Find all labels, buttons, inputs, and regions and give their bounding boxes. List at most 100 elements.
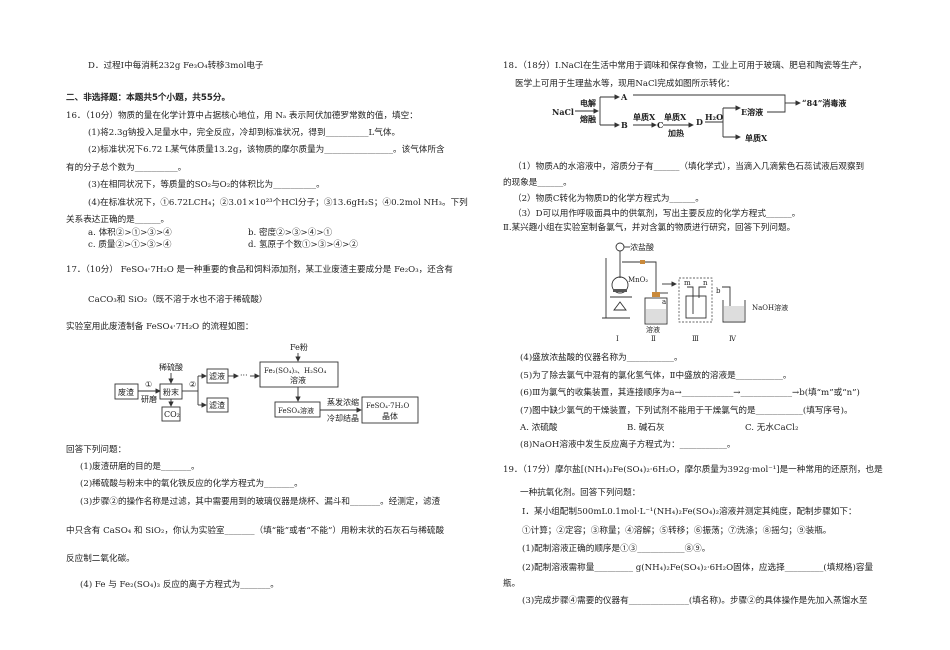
q17-flow-intro: 实验室用此废渣制备 FeSO₄·7H₂O 的流程如图： <box>66 322 254 332</box>
link-a-e <box>633 94 786 113</box>
wash-bottle-icon <box>644 297 668 325</box>
label-m: m <box>684 279 691 287</box>
q17-part3-cont2: 反应制二氧化碳。 <box>66 554 135 564</box>
q18-stem: 18．（18分）Ⅰ.NaCl在生活中常用于调味和保存食物，工业上可用于玻璃、肥皂… <box>503 61 867 71</box>
label-II: Ⅱ <box>651 335 656 343</box>
q16-option-d: d. 氢原子个数①>③>④>② <box>248 240 358 250</box>
label-lvye: 滤液 <box>209 371 225 381</box>
label-jiare: 加热 <box>667 128 684 138</box>
box-product <box>361 396 419 424</box>
q18-part8: (8)NaOH溶液中发生反应离子方程式为：___________。 <box>520 440 736 450</box>
box-sol1 <box>259 361 339 388</box>
q18-part2: （2）物质C转化为物质D的化学方程式为______。 <box>513 194 704 204</box>
label-sol1-b: 溶液 <box>290 375 306 385</box>
q19-part2: (2)配制溶液需称量_________ g(NH₄)₂Fe(SO₄)₂·6H₂O… <box>522 563 874 573</box>
label-c: C <box>657 120 663 130</box>
label-x1: 单质X <box>633 112 656 122</box>
label-disinfectant: “84”消毒液 <box>802 98 846 108</box>
q18-part5: (5)为了除去氯气中混有的氯化氢气体，Ⅱ中盛放的溶液是___________。 <box>520 371 792 381</box>
q17-stem-cont: CaCO₃和 SiO₂（既不溶于水也不溶于稀硫酸） <box>88 295 268 305</box>
q18-apparatus: 浓盐酸 MnO₂ a 溶液 m n b NaOH溶液 Ⅰ Ⅱ Ⅲ Ⅳ <box>602 242 788 343</box>
label-yanmo: 研磨 <box>141 394 157 404</box>
q16-part2-cont: 有的分子总个数为__________。 <box>66 163 187 173</box>
q18-option-b: B. 碱石灰 <box>627 423 665 433</box>
q18-stem-cont: 医学上可用于生理盐水等，现用NaCl完成如图所示转化： <box>515 79 735 89</box>
label-lvzha: 滤渣 <box>209 400 225 410</box>
label-dots: ··· <box>240 371 248 380</box>
label-step2: ② <box>189 380 196 389</box>
q19-stem: 19．（17分）摩尔盐[(NH₄)₂Fe(SO₄)₂·6H₂O，摩尔质量为392… <box>503 465 883 475</box>
q19-part3: (3)完成步骤④需要的仪器有______________(填名称)。步骤②的具体… <box>522 596 868 606</box>
label-co2: CO₂ <box>164 410 180 419</box>
q16-part4-cont: 关系表达正确的是______。 <box>66 215 170 225</box>
q16-part2: (2)标准状况下6.72 L某气体质量13.2g，该物质的摩尔质量为______… <box>88 145 445 155</box>
collection-bottle-icon <box>685 295 707 319</box>
label-h2o: H₂O <box>705 112 723 122</box>
q17-answer-intro: 回答下列问题： <box>66 445 127 455</box>
label-e: E溶液 <box>741 107 763 117</box>
delivery-tube <box>622 261 657 292</box>
q17-part3-cont: 中只含有 CaSO₄ 和 SiO₂，你认为实验室_______（填“能”或者“不… <box>66 526 445 536</box>
label-rongrong: 熔融 <box>580 114 596 124</box>
q16-option-c: c. 质量②>①>③>④ <box>88 240 172 250</box>
mno2-solid <box>613 289 627 292</box>
q18-part1-cont: 的现象是______。 <box>503 178 572 188</box>
q18-section2: Ⅱ.某兴趣小组在实验室制备氯气，并对含氯的物质进行研究，回答下列问题。 <box>503 223 796 233</box>
alcohol-lamp-icon <box>613 301 627 311</box>
label-nacl: NaCl <box>552 107 574 117</box>
label-d: D <box>696 117 703 127</box>
q18-diagram: NaCl 电解 熔融 A B “84”消毒液 单质X C 单质X 加热 D H₂… <box>552 92 846 143</box>
q15-option-d: D．过程Ⅰ中每消耗232g Fe₃O₄转移3mol电子 <box>88 61 264 71</box>
q19-steps: ①计算；②定容；③称量；④溶解；⑤转移；⑥振荡；⑦洗涤；⑧摇匀；⑨装瓶。 <box>522 526 832 536</box>
label-step1: ① <box>145 380 152 389</box>
q16-part4: (4)在标准状况下，①6.72LCH₄；②3.01×10²³个HCl分子；③13… <box>88 198 468 208</box>
q18-part7: (7)图中缺少氯气的干燥装置，下列试剂不能用于干燥氯气的是___________… <box>520 406 853 416</box>
label-dianjie: 电解 <box>580 98 596 108</box>
tube-joint <box>640 260 645 264</box>
label-b: B <box>621 120 628 130</box>
label-I: Ⅰ <box>616 335 619 343</box>
collection-tubes <box>687 286 706 314</box>
label-a: A <box>620 92 628 102</box>
label-x2: 单质X <box>664 112 687 122</box>
label-feso4: FeSO₄溶液 <box>278 406 314 415</box>
q17-stem: 17．（10分） FeSO₄·7H₂O 是一种重要的食品和饲料添加剂，某工业废渣… <box>66 265 454 275</box>
label-lengque: 冷却结晶 <box>327 413 359 423</box>
label-feizha: 废渣 <box>118 387 134 397</box>
q16-part3: (3)在相同状况下，等质量的SO₂与O₂的体积比为__________。 <box>88 180 325 190</box>
q17-part4: (4) Fe 与 Fe₂(SO₄)₃ 反应的离子方程式为_______。 <box>80 580 279 590</box>
q18-part3: （3）D可以用作呼吸面具中的供氧剂，写出主要反应的化学方程式______。 <box>513 209 801 219</box>
separatory-funnel-icon <box>615 242 625 252</box>
label-xiliusuan: 稀硫酸 <box>159 362 183 372</box>
wash-liquid <box>646 309 666 323</box>
q19-stem-cont: 一种抗氧化剂。回答下列问题： <box>520 488 641 498</box>
q17-flowchart: 废渣 ① 研磨 稀硫酸 粉末 CO₂ ② 滤液 滤渣 ··· Fe粉 Fe₂(S… <box>114 342 419 424</box>
q16-stem: 16．（10分）物质的量在化学计算中占据核心地位，用 Nₐ 表示阿伏加德罗常数的… <box>66 111 418 121</box>
q17-part1: (1)废渣研磨的目的是_______。 <box>80 462 200 472</box>
q18-option-c: C. 无水CaCl₂ <box>745 423 799 433</box>
label-x3: 单质X <box>745 133 768 143</box>
label-mno2: MnO₂ <box>628 276 648 284</box>
label-product-b: 晶体 <box>382 411 398 421</box>
q17-part3: (3)步骤②的操作名称是过滤，其中需要用到的玻璃仪器是烧杯、漏斗和_______… <box>80 497 441 507</box>
q17-part2: (2)稀硫酸与粉末中的氧化铁反应的化学方程式为_______。 <box>80 479 303 489</box>
q18-part4: (4)盛放浓盐酸的仪器名称为___________。 <box>520 353 683 363</box>
q18-part1: （1）物质A的水溶液中，溶质分子有______（填化学式），当滴入几滴紫色石蕊试… <box>513 162 865 172</box>
q16-option-b: b. 密度②>③>④>① <box>248 228 333 238</box>
link-d <box>705 108 724 137</box>
q18-part6: (6)Ⅲ为氯气的收集装置，其连接顺序为a→____________→______… <box>520 388 860 398</box>
flask-icon <box>611 276 629 294</box>
naoh-liquid <box>724 306 744 321</box>
box-co2 <box>161 406 181 422</box>
label-zhengfa: 蒸发浓缩 <box>327 397 359 407</box>
q19-part1: (1)配制溶液正确的顺序是①③___________⑧⑨。 <box>522 544 711 554</box>
box-feso4 <box>274 401 321 418</box>
label-naoh: NaOH溶液 <box>752 303 788 312</box>
label-III: Ⅲ <box>692 335 699 343</box>
label-n: n <box>703 279 708 287</box>
iron-stand <box>602 258 630 319</box>
beaker-icon <box>722 300 746 323</box>
label-a: a <box>662 298 666 306</box>
label-IV: Ⅳ <box>729 335 737 343</box>
section-heading: 二、非选择题：本题共5个小题，共55分。 <box>66 93 231 103</box>
